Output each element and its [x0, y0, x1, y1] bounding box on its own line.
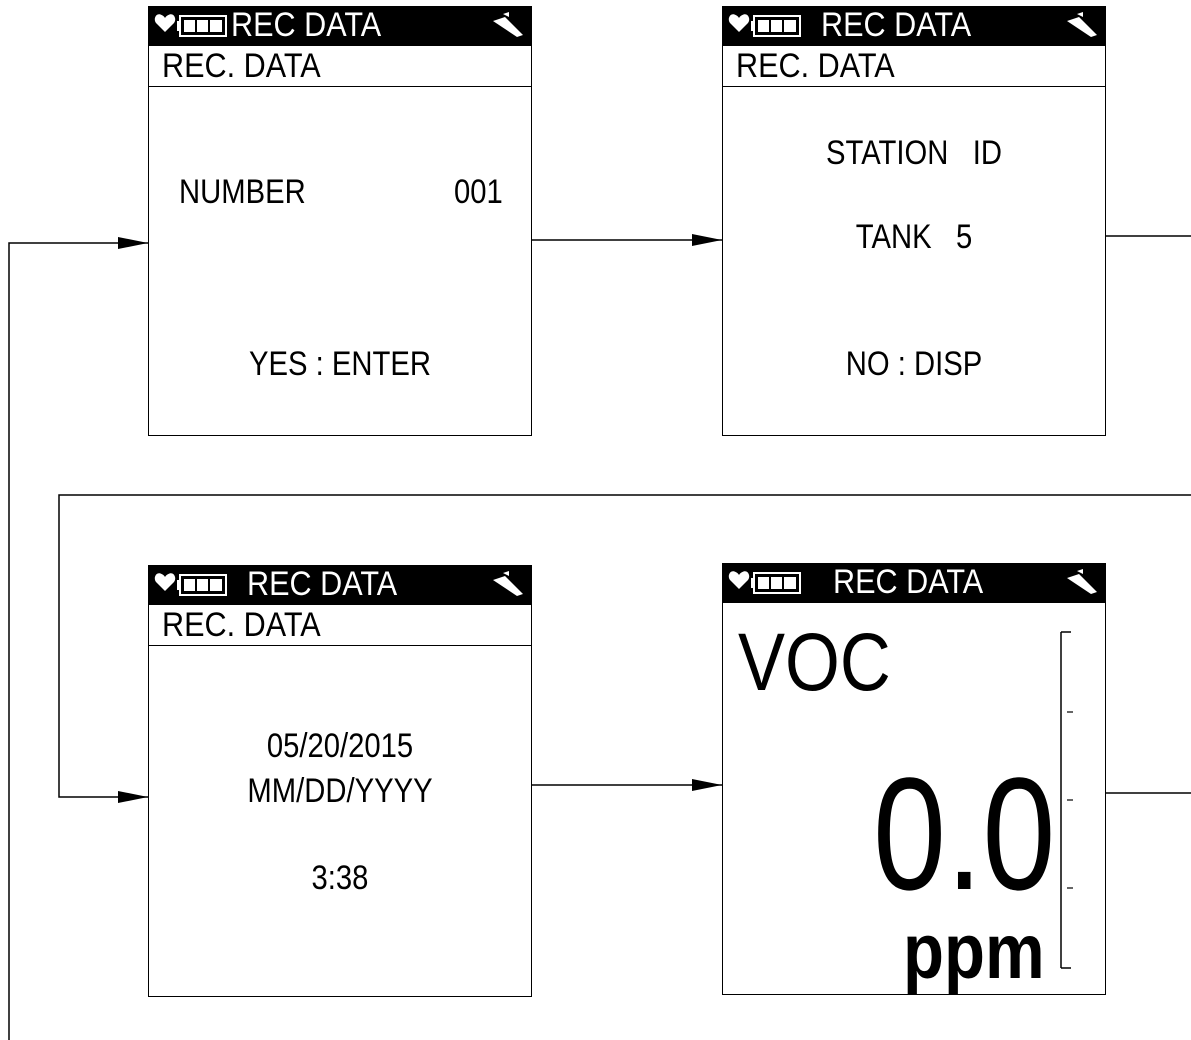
number-label: NUMBER [179, 173, 306, 211]
screen-date-time: REC DATA REC. DATA 05/20/2015 MM/DD/YYYY… [148, 565, 532, 997]
pump-icon [493, 571, 523, 596]
display-prompt: NO : DISP [845, 345, 983, 383]
heart-icon [154, 14, 176, 33]
pump-icon [493, 12, 523, 37]
reading-unit: ppm [903, 907, 1045, 995]
status-bar: REC DATA [149, 6, 531, 46]
status-title: REC DATA [833, 563, 984, 601]
tank-value: TANK 5 [855, 218, 973, 256]
time-value: 3:38 [311, 859, 369, 897]
status-bar: REC DATA [723, 6, 1105, 46]
heart-icon [728, 571, 750, 589]
reading-value: 0.0 [872, 744, 1055, 923]
screen-voc-reading: REC DATA VOC 0.0 ppm [722, 563, 1106, 995]
status-bar: REC DATA [723, 563, 1105, 603]
screen-station-id: REC DATA REC. DATA STATION ID TANK 5 NO … [722, 6, 1106, 436]
status-title: REC DATA [231, 6, 382, 44]
bar-graph-scale [1060, 631, 1073, 969]
subheader-title: REC. DATA [162, 606, 321, 644]
station-id-label: STATION ID [825, 134, 1002, 172]
heart-icon [154, 573, 176, 591]
battery-icon [177, 574, 227, 596]
gas-name: VOC [738, 617, 891, 708]
status-title: REC DATA [247, 565, 398, 603]
subheader-title: REC. DATA [736, 47, 895, 85]
connector-wrap-to-date [58, 494, 1191, 803]
connector-loop-to-number [8, 237, 148, 1040]
subheader: REC. DATA [149, 605, 531, 646]
heart-icon [728, 14, 750, 33]
battery-icon [751, 572, 801, 594]
pump-icon [1067, 569, 1097, 594]
battery-icon [177, 15, 227, 37]
number-value: 001 [454, 173, 503, 211]
battery-icon [751, 15, 801, 37]
subheader-title: REC. DATA [162, 47, 321, 85]
status-bar: REC DATA [149, 565, 531, 605]
confirm-prompt: YES : ENTER [249, 345, 431, 383]
screen-record-number: REC DATA REC. DATA NUMBER 001 YES : ENTE… [148, 6, 532, 436]
status-title: REC DATA [821, 6, 972, 44]
subheader: REC. DATA [723, 46, 1105, 87]
pump-icon [1067, 12, 1097, 37]
date-value: 05/20/2015 [266, 727, 414, 765]
subheader: REC. DATA [149, 46, 531, 87]
date-format: MM/DD/YYYY [247, 772, 433, 810]
